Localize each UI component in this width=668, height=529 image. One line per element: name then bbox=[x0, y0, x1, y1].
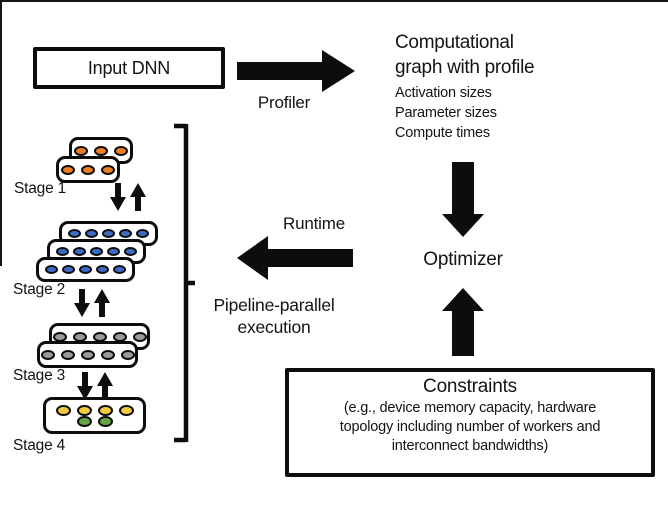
input-dnn-label: Input DNN bbox=[87, 57, 171, 78]
neuron-dot bbox=[76, 404, 92, 416]
constraints-box: Constraints (e.g., device memory capacit… bbox=[285, 368, 655, 477]
neuron-dot bbox=[45, 265, 58, 274]
neuron-dot bbox=[101, 164, 115, 175]
stage-transfer-arrows-icon bbox=[74, 289, 110, 317]
up-arrow-icon bbox=[442, 288, 484, 356]
neuron-dot bbox=[120, 349, 135, 360]
graph-item-parameter-sizes: Parameter sizes bbox=[395, 105, 497, 121]
stage-2-label: Stage 2 bbox=[13, 281, 66, 298]
neuron-dot bbox=[94, 145, 108, 156]
neuron-dot bbox=[97, 404, 113, 416]
screen-edge-top bbox=[0, 0, 668, 2]
neuron-dot bbox=[90, 247, 103, 256]
neuron-dot bbox=[96, 265, 109, 274]
pipeline-label-line2: execution bbox=[237, 317, 311, 337]
neuron-dot bbox=[92, 331, 107, 342]
input-dnn-box: Input DNN bbox=[33, 47, 225, 89]
neuron-dot bbox=[114, 145, 128, 156]
neuron-dot bbox=[119, 229, 132, 238]
stages-bracket bbox=[174, 123, 195, 443]
neuron-dot bbox=[97, 415, 113, 427]
graph-title-line2: graph with profile bbox=[395, 57, 535, 78]
neuron-dot bbox=[79, 265, 92, 274]
stage-1-label: Stage 1 bbox=[14, 180, 67, 197]
neuron-dot bbox=[52, 331, 67, 342]
graph-title-line1: Computational bbox=[395, 32, 514, 53]
graph-item-compute-times: Compute times bbox=[395, 125, 490, 141]
down-arrow-icon bbox=[442, 162, 484, 237]
stage-4-label: Stage 4 bbox=[13, 437, 66, 454]
neuron-dot bbox=[62, 265, 75, 274]
runtime-arrow-icon bbox=[237, 236, 353, 280]
neuron-dot bbox=[118, 404, 134, 416]
constraints-line3: interconnect bandwidths) bbox=[391, 438, 549, 454]
neuron-dot bbox=[55, 404, 71, 416]
graph-item-activation-sizes: Activation sizes bbox=[395, 85, 492, 101]
pipeline-parallel-label: Pipeline-parallel execution bbox=[199, 294, 349, 338]
neuron-dot bbox=[72, 331, 87, 342]
constraints-line1: (e.g., device memory capacity, hardware bbox=[343, 400, 597, 416]
profiler-label: Profiler bbox=[257, 93, 311, 112]
stage-3-layer bbox=[37, 341, 138, 368]
neuron-dot bbox=[132, 331, 147, 342]
computational-graph-block: Computational graph with profile Activat… bbox=[395, 30, 575, 143]
neuron-dot bbox=[112, 331, 127, 342]
screen-edge-left bbox=[0, 0, 2, 266]
optimizer-label: Optimizer bbox=[423, 249, 503, 270]
neuron-dot bbox=[68, 229, 81, 238]
stage-transfer-arrows-icon bbox=[77, 372, 113, 400]
neuron-dot bbox=[85, 229, 98, 238]
stage-transfer-arrows-icon bbox=[110, 183, 146, 211]
neuron-dot bbox=[102, 229, 115, 238]
pipeline-label-line1: Pipeline-parallel bbox=[213, 295, 335, 315]
stage-4-layer bbox=[43, 397, 146, 434]
neuron-dot bbox=[124, 247, 137, 256]
stage-2-layer bbox=[36, 257, 135, 282]
constraints-line2: topology including number of workers and bbox=[339, 419, 601, 435]
neuron-dot bbox=[113, 265, 126, 274]
neuron-dot bbox=[136, 229, 149, 238]
neuron-dot bbox=[73, 247, 86, 256]
neuron-dot bbox=[40, 349, 55, 360]
runtime-label: Runtime bbox=[283, 214, 345, 233]
neuron-dot bbox=[107, 247, 120, 256]
neuron-dot bbox=[60, 349, 75, 360]
neuron-dot bbox=[74, 145, 88, 156]
neuron-dot bbox=[56, 247, 69, 256]
neuron-dot bbox=[61, 164, 75, 175]
stage-1-layer bbox=[56, 156, 120, 183]
neuron-dot bbox=[80, 349, 95, 360]
stage-3-label: Stage 3 bbox=[13, 367, 66, 384]
neuron-dot bbox=[81, 164, 95, 175]
profiler-arrow-icon bbox=[237, 50, 355, 92]
constraints-title: Constraints bbox=[423, 376, 517, 397]
neuron-dot bbox=[100, 349, 115, 360]
neuron-dot bbox=[76, 415, 92, 427]
